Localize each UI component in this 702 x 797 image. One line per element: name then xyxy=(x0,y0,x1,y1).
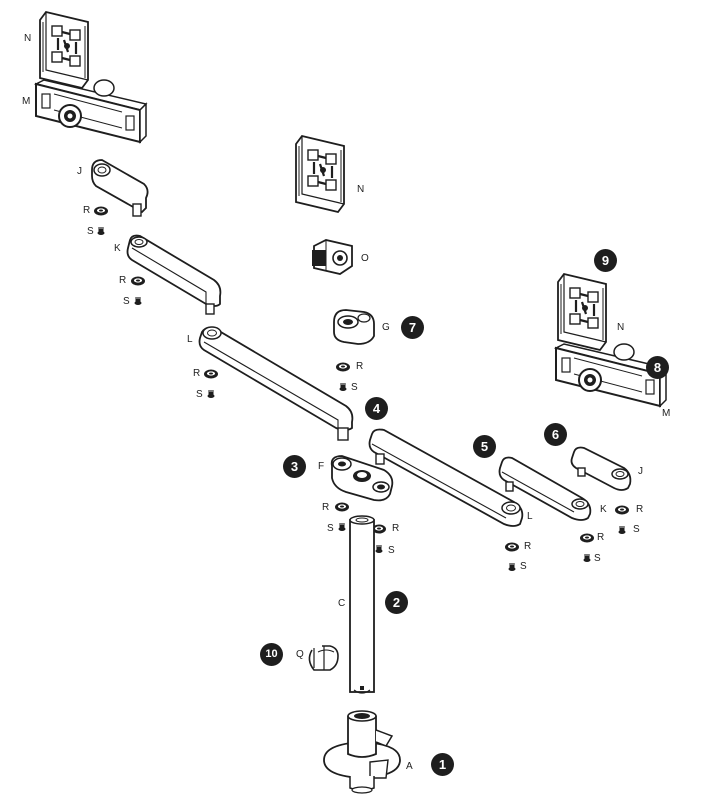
collar-g xyxy=(333,309,375,345)
head-o xyxy=(312,239,353,275)
clamp-a xyxy=(323,710,401,794)
label-n-center: N xyxy=(357,184,365,195)
arm-l-right xyxy=(368,428,524,527)
label-n-right: N xyxy=(617,322,625,333)
label-j-right: J xyxy=(638,466,643,477)
step-badge-10: 10 xyxy=(260,643,283,666)
vesa-plate-top-left xyxy=(38,10,90,90)
label-r-7: R xyxy=(524,541,532,552)
cable-clip-q xyxy=(308,645,339,671)
arm-k-left xyxy=(126,234,222,315)
label-r-6: R xyxy=(392,523,400,534)
label-s-3: S xyxy=(196,389,203,400)
washer-r-3 xyxy=(203,369,219,379)
step-badge-6: 6 xyxy=(544,423,567,446)
label-k-left: K xyxy=(114,243,121,254)
screw-s-8 xyxy=(583,553,591,563)
label-s-1: S xyxy=(87,226,94,237)
label-s-5: S xyxy=(327,523,334,534)
label-r-2: R xyxy=(119,275,127,286)
label-s-8: S xyxy=(594,553,601,564)
step-badge-9: 9 xyxy=(594,249,617,272)
washer-r-7 xyxy=(504,542,520,552)
screw-s-6 xyxy=(375,544,383,554)
arm-k-right xyxy=(498,456,592,521)
label-q: Q xyxy=(296,649,304,660)
label-n-top-left: N xyxy=(24,33,32,44)
step-badge-7: 7 xyxy=(401,316,424,339)
label-r-3: R xyxy=(193,368,201,379)
arm-j-top-left xyxy=(91,159,149,217)
washer-r-8 xyxy=(579,533,595,543)
tilt-bracket-top-left xyxy=(35,79,147,143)
step-badge-3: 3 xyxy=(283,455,306,478)
step-badge-4: 4 xyxy=(365,397,388,420)
label-l-right: L xyxy=(527,511,533,522)
pole-c xyxy=(349,515,375,694)
screw-s-1 xyxy=(97,226,105,236)
washer-r-5 xyxy=(334,502,350,512)
arm-l-left xyxy=(198,326,354,441)
label-m-right: M xyxy=(662,408,671,419)
vesa-plate-center xyxy=(294,134,346,214)
screw-s-3 xyxy=(207,389,215,399)
label-r-9: R xyxy=(636,504,644,515)
label-s-9: S xyxy=(633,524,640,535)
step-badge-1: 1 xyxy=(431,753,454,776)
vesa-plate-right xyxy=(556,272,608,352)
label-a: A xyxy=(406,761,413,772)
label-s-7: S xyxy=(520,561,527,572)
label-r-4: R xyxy=(356,361,364,372)
label-s-2: S xyxy=(123,296,130,307)
label-m-top-left: M xyxy=(22,96,31,107)
label-s-4: S xyxy=(351,382,358,393)
label-j-top-left: J xyxy=(77,166,82,177)
step-badge-2: 2 xyxy=(385,591,408,614)
step-badge-8: 8 xyxy=(646,356,669,379)
label-f: F xyxy=(318,461,325,472)
washer-r-1 xyxy=(93,206,109,216)
label-o: O xyxy=(361,253,369,264)
screw-s-5 xyxy=(338,522,346,532)
washer-r-2 xyxy=(130,276,146,286)
arm-j-right xyxy=(570,446,632,491)
hub-f xyxy=(330,455,394,502)
label-c: C xyxy=(338,598,346,609)
label-r-8: R xyxy=(597,532,605,543)
label-r-1: R xyxy=(83,205,91,216)
step-badge-5: 5 xyxy=(473,435,496,458)
screw-s-4 xyxy=(339,382,347,392)
label-l-left: L xyxy=(187,334,193,345)
label-g: G xyxy=(382,322,390,333)
washer-r-4 xyxy=(335,362,351,372)
label-s-6: S xyxy=(388,545,395,556)
washer-r-9 xyxy=(614,505,630,515)
label-k-right: K xyxy=(600,504,607,515)
screw-s-9 xyxy=(618,525,626,535)
screw-s-7 xyxy=(508,562,516,572)
label-r-5: R xyxy=(322,502,330,513)
screw-s-2 xyxy=(134,296,142,306)
